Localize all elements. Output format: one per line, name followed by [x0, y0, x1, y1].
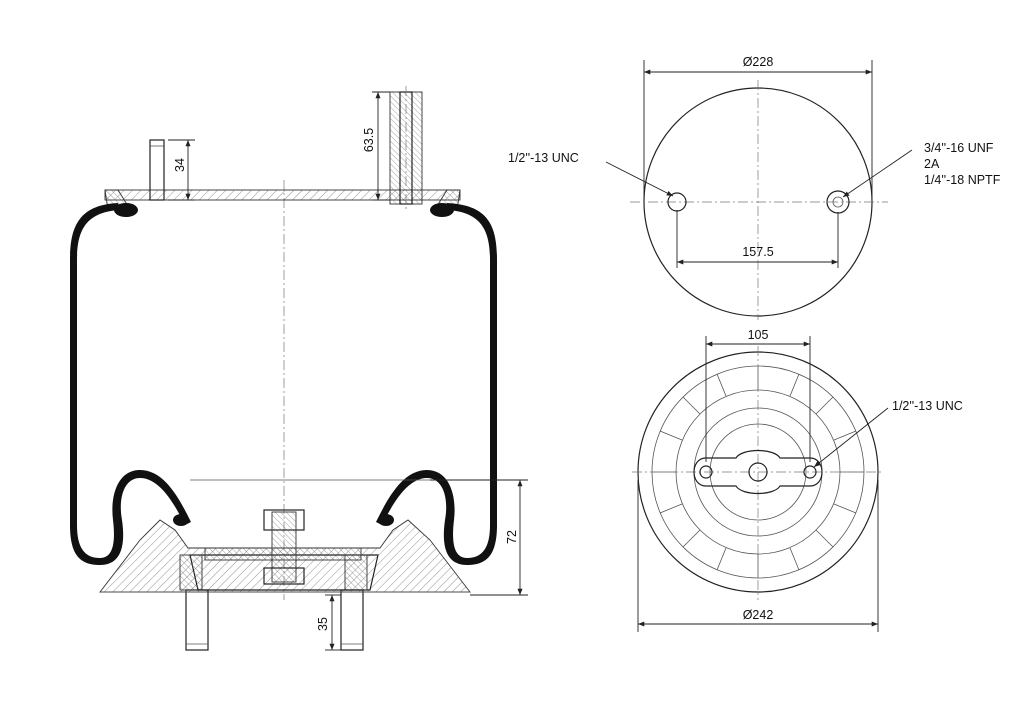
callout-top-right-port-1: 3/4''-16 UNF — [924, 141, 994, 155]
dim-piston-height: 72 — [505, 530, 519, 544]
dim-stud-right: 63.5 — [362, 128, 376, 152]
top-stud-left — [149, 139, 165, 201]
top-plate — [104, 189, 461, 201]
bottom-view: 105 Ø242 1/2''-13 UNC — [632, 328, 963, 632]
callout-top-right-port-3: 1/4''-18 NPTF — [924, 173, 1001, 187]
bottom-hole-left — [699, 465, 713, 479]
dim-top-diameter: Ø228 — [743, 55, 774, 69]
callout-bottom-port: 1/2''-13 UNC — [892, 399, 963, 413]
bottom-stud-right — [340, 589, 364, 651]
callout-top-right-port-2: 2A — [924, 157, 940, 171]
dim-bottom-diameter: Ø242 — [743, 608, 774, 622]
bellows — [70, 203, 191, 565]
callout-top-left-port: 1/2''-13 UNC — [508, 151, 579, 165]
dim-bottom-hole-spacing: 105 — [748, 328, 769, 342]
center-bolt — [748, 462, 768, 482]
center-boss — [693, 449, 823, 495]
dim-bottom-stud: 35 — [316, 617, 330, 631]
bottom-hole-right — [803, 465, 817, 479]
dim-stud-left: 34 — [173, 158, 187, 172]
side-section-view: 34 63.5 72 35 — [70, 86, 528, 651]
dim-top-hole-spacing: 157.5 — [742, 245, 773, 259]
bottom-stud-left — [185, 589, 209, 651]
top-view: Ø228 157.5 1/2''-13 UNC 3/4''-16 UNF 2A … — [508, 55, 1001, 320]
